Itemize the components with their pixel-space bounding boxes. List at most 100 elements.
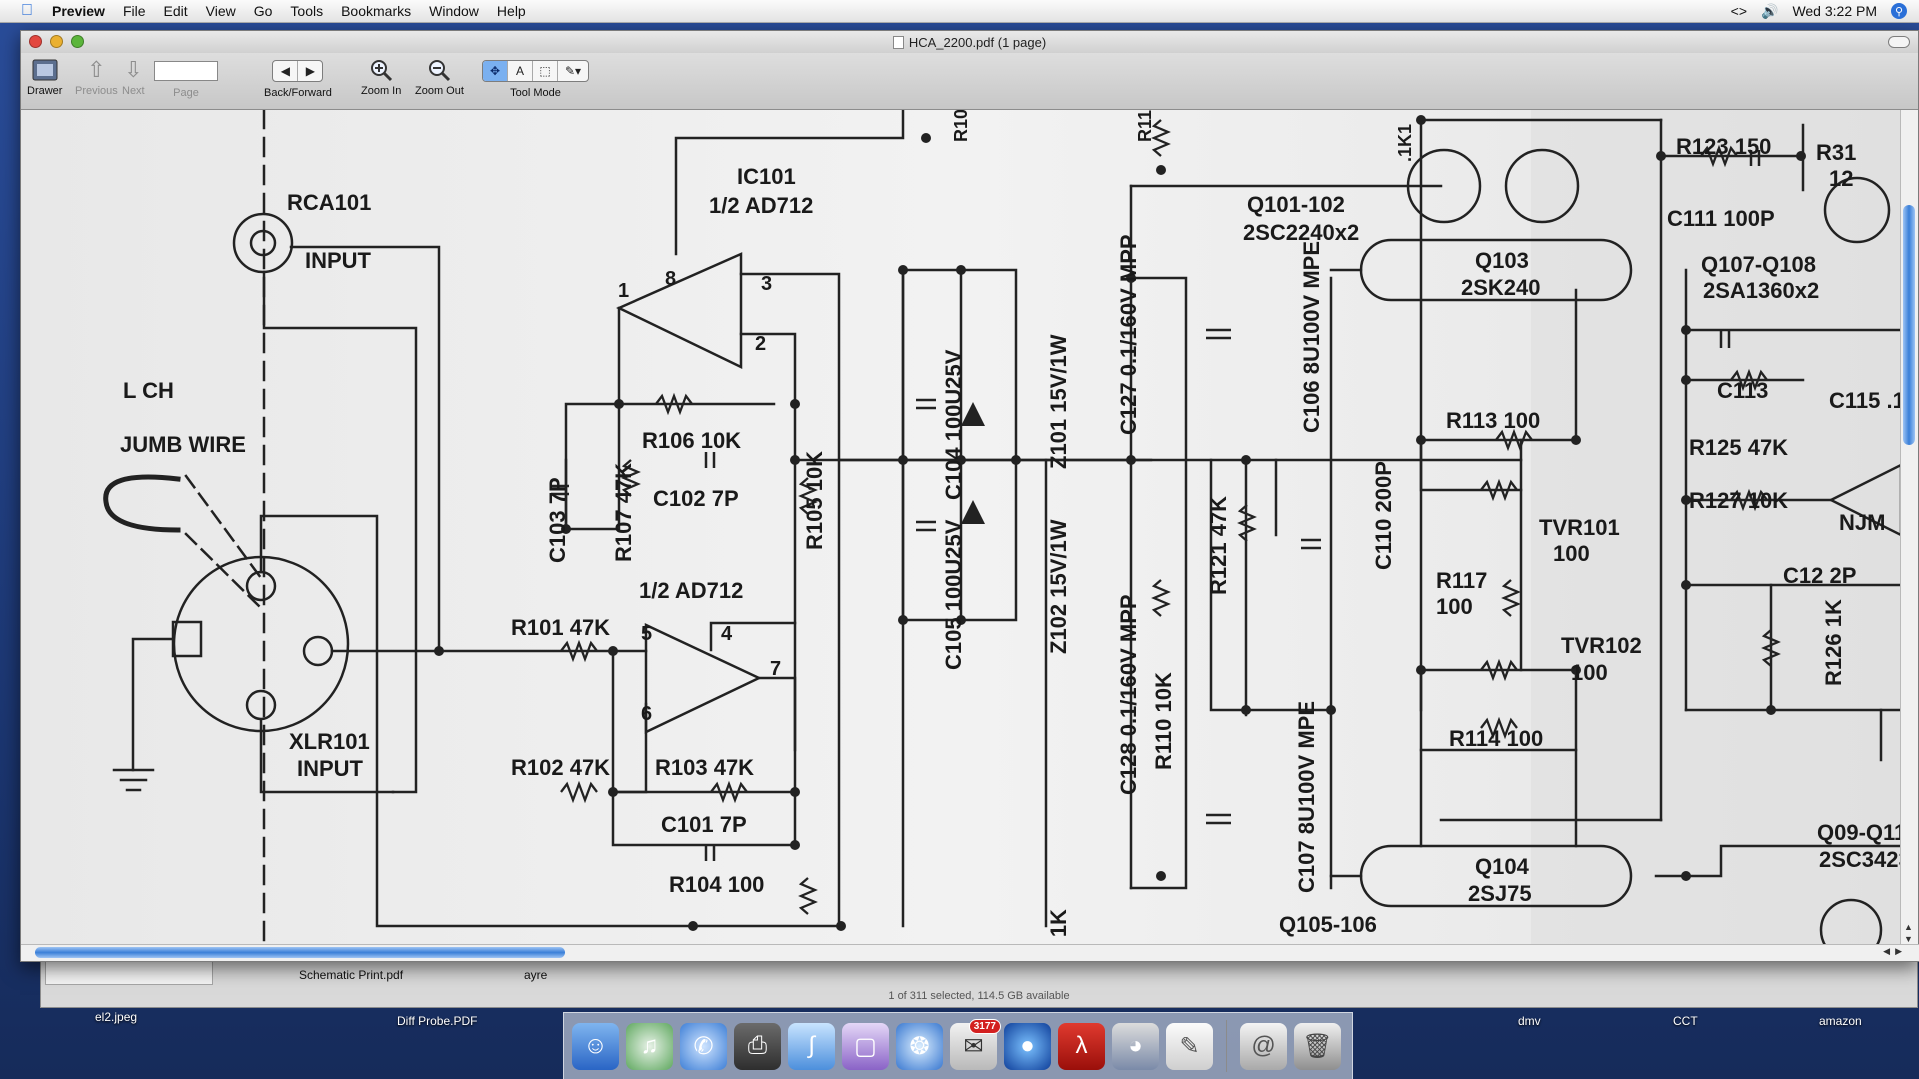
spotlight-icon[interactable]: ⚲ xyxy=(1891,3,1907,19)
finder-sidebar xyxy=(45,961,213,985)
scroll-up-icon[interactable]: ▲ xyxy=(1904,922,1913,932)
imac-icon[interactable]: ▢ xyxy=(842,1022,889,1070)
label-c127: C127 0.1/160V MPP xyxy=(1116,234,1141,435)
desktop-icon-label[interactable]: dmv xyxy=(1518,1014,1541,1028)
menu-clock[interactable]: Wed 3:22 PM xyxy=(1792,3,1877,19)
menu-app-name[interactable]: Preview xyxy=(52,3,105,19)
document-proxy-icon[interactable] xyxy=(892,35,904,49)
scroll-left-icon[interactable]: ◀ xyxy=(1883,946,1890,956)
pin-1: 1 xyxy=(618,280,629,302)
dock: ☺ ♫ ✆ ⎙ ∫ ▢ ❂ ✉3177 ● λ ◕ ✎ @ 🗑 xyxy=(563,1012,1353,1079)
menu-view[interactable]: View xyxy=(205,3,236,19)
label-ic101: IC101 xyxy=(737,164,796,189)
menu-go[interactable]: Go xyxy=(253,3,273,19)
label-r126: R126 1K xyxy=(1821,599,1846,686)
move-tool-icon[interactable]: ✥ xyxy=(483,61,508,81)
label-q105: Q105-106 xyxy=(1279,912,1377,937)
previous-button[interactable]: ⇧ Previous xyxy=(75,55,118,97)
annotate-tool-icon[interactable]: ✎▾ xyxy=(564,64,582,78)
printer-icon[interactable]: ⎙ xyxy=(734,1022,781,1070)
close-button[interactable] xyxy=(29,35,42,48)
desktop-icon-label[interactable]: CCT xyxy=(1673,1014,1698,1028)
vertical-scrollbar[interactable]: ▲ ▼ xyxy=(1900,110,1918,946)
label-q103-part: 2SK240 xyxy=(1461,275,1541,300)
label-c103: C103 7P xyxy=(545,477,570,563)
label-input: INPUT xyxy=(305,248,372,273)
horizontal-scrollbar[interactable]: ◀ ▶ xyxy=(21,944,1919,961)
menu-edit[interactable]: Edit xyxy=(163,3,188,19)
desktop-icon-label[interactable]: Diff Probe.PDF xyxy=(397,1014,478,1028)
itunes-icon[interactable]: ♫ xyxy=(626,1022,673,1070)
label-q107: Q107-Q108 xyxy=(1701,252,1816,277)
finder-file-item[interactable]: Schematic Print.pdf xyxy=(299,968,404,982)
label-r106: R106 10K xyxy=(642,428,741,453)
back-arrow-icon[interactable]: ◀ xyxy=(273,61,299,81)
label-c115: C115 .1 xyxy=(1829,388,1901,413)
zoom-in-button[interactable]: Zoom In xyxy=(361,55,401,97)
menu-window[interactable]: Window xyxy=(429,3,479,19)
apple-menu-icon[interactable]:  xyxy=(16,2,38,20)
desktop-icon-label[interactable]: amazon xyxy=(1819,1014,1862,1028)
toolbar: Drawer ⇧ Previous ⇩ Next Page ◀ ▶ Back/F… xyxy=(21,53,1918,110)
scroll-right-icon[interactable]: ▶ xyxy=(1895,946,1902,956)
mail-icon[interactable]: ✉3177 xyxy=(950,1018,1001,1070)
minimize-button[interactable] xyxy=(50,35,63,48)
select-tool-icon[interactable]: ⬚ xyxy=(533,61,558,81)
document-view[interactable]: RCA101 INPUT L CH JUMB WIRE XLR101 INPUT… xyxy=(21,110,1901,946)
safari-icon[interactable]: ❂ xyxy=(896,1022,943,1070)
next-button[interactable]: ⇩ Next xyxy=(122,55,145,97)
zoom-button[interactable] xyxy=(71,35,84,48)
globe-icon[interactable]: ● xyxy=(1004,1022,1051,1070)
zoom-out-button[interactable]: Zoom Out xyxy=(415,55,464,97)
label-q109: Q09-Q11 xyxy=(1817,820,1901,845)
menu-file[interactable]: File xyxy=(122,3,146,19)
tool-mode-control: ✥ A ⬚ ✎▾ Tool Mode xyxy=(482,55,589,99)
finder-icon[interactable]: ☺ xyxy=(572,1022,619,1070)
label-q109-part: 2SC3423x2 xyxy=(1819,847,1901,872)
drawer-button[interactable]: Drawer xyxy=(27,55,62,97)
graph-icon[interactable]: ∫ xyxy=(788,1022,835,1070)
label-c102: C102 7P xyxy=(653,486,739,511)
scroll-down-icon[interactable]: ▼ xyxy=(1904,934,1913,944)
label-c101: C101 7P xyxy=(661,812,747,837)
preview-window: HCA_2200.pdf (1 page) Drawer ⇧ Previous … xyxy=(20,30,1919,962)
label-r125: R125 47K xyxy=(1689,435,1788,460)
text-tool-icon[interactable]: A xyxy=(508,61,533,81)
label-r103: R103 47K xyxy=(655,755,754,780)
label-lch: L CH xyxy=(123,378,174,403)
pin-5: 5 xyxy=(641,623,652,645)
label-tvr102-value: 100 xyxy=(1571,660,1608,685)
downloads-icon[interactable]: @ xyxy=(1240,1022,1287,1070)
vertical-scroll-thumb[interactable] xyxy=(1903,205,1915,445)
trash-icon[interactable]: 🗑 xyxy=(1294,1022,1341,1070)
ichat-icon[interactable]: ✆ xyxy=(680,1022,727,1070)
horizontal-scroll-thumb[interactable] xyxy=(35,947,565,958)
label-r102: R102 47K xyxy=(511,755,610,780)
volume-icon[interactable]: 🔊 xyxy=(1761,2,1779,19)
menu-help[interactable]: Help xyxy=(496,3,526,19)
menu-bookmarks[interactable]: Bookmarks xyxy=(341,3,412,19)
nav-arrows-icon[interactable]: <> xyxy=(1730,3,1747,19)
window-titlebar[interactable]: HCA_2200.pdf (1 page) xyxy=(21,31,1918,53)
menu-tools[interactable]: Tools xyxy=(290,3,324,19)
back-forward-label: Back/Forward xyxy=(264,87,332,99)
label-q104-part: 2SJ75 xyxy=(1468,881,1532,906)
label-r11: R11 xyxy=(1135,110,1155,142)
pin-6: 6 xyxy=(641,703,652,725)
next-label: Next xyxy=(122,85,145,97)
label-c106: C106 8U100V MPE xyxy=(1299,241,1324,433)
preview-icon[interactable]: ◕ xyxy=(1112,1022,1159,1070)
forward-arrow-icon[interactable]: ▶ xyxy=(305,64,316,78)
label-r105: R105 10K xyxy=(802,451,827,550)
finder-folder-item[interactable]: ayre xyxy=(524,968,548,982)
label-r107: R107 47K xyxy=(611,463,636,562)
label-r31: R31 xyxy=(1816,140,1856,165)
acrobat-icon[interactable]: λ xyxy=(1058,1022,1105,1070)
label-r10: R10 xyxy=(951,110,971,142)
toolbar-toggle-button[interactable] xyxy=(1888,36,1910,48)
label-c110: C110 200P xyxy=(1371,461,1396,570)
schematic-page: RCA101 INPUT L CH JUMB WIRE XLR101 INPUT… xyxy=(21,110,1901,946)
desktop-icon-label[interactable]: el2.jpeg xyxy=(95,1010,138,1024)
textedit-icon[interactable]: ✎ xyxy=(1166,1022,1213,1070)
page-number-field[interactable] xyxy=(154,61,218,81)
